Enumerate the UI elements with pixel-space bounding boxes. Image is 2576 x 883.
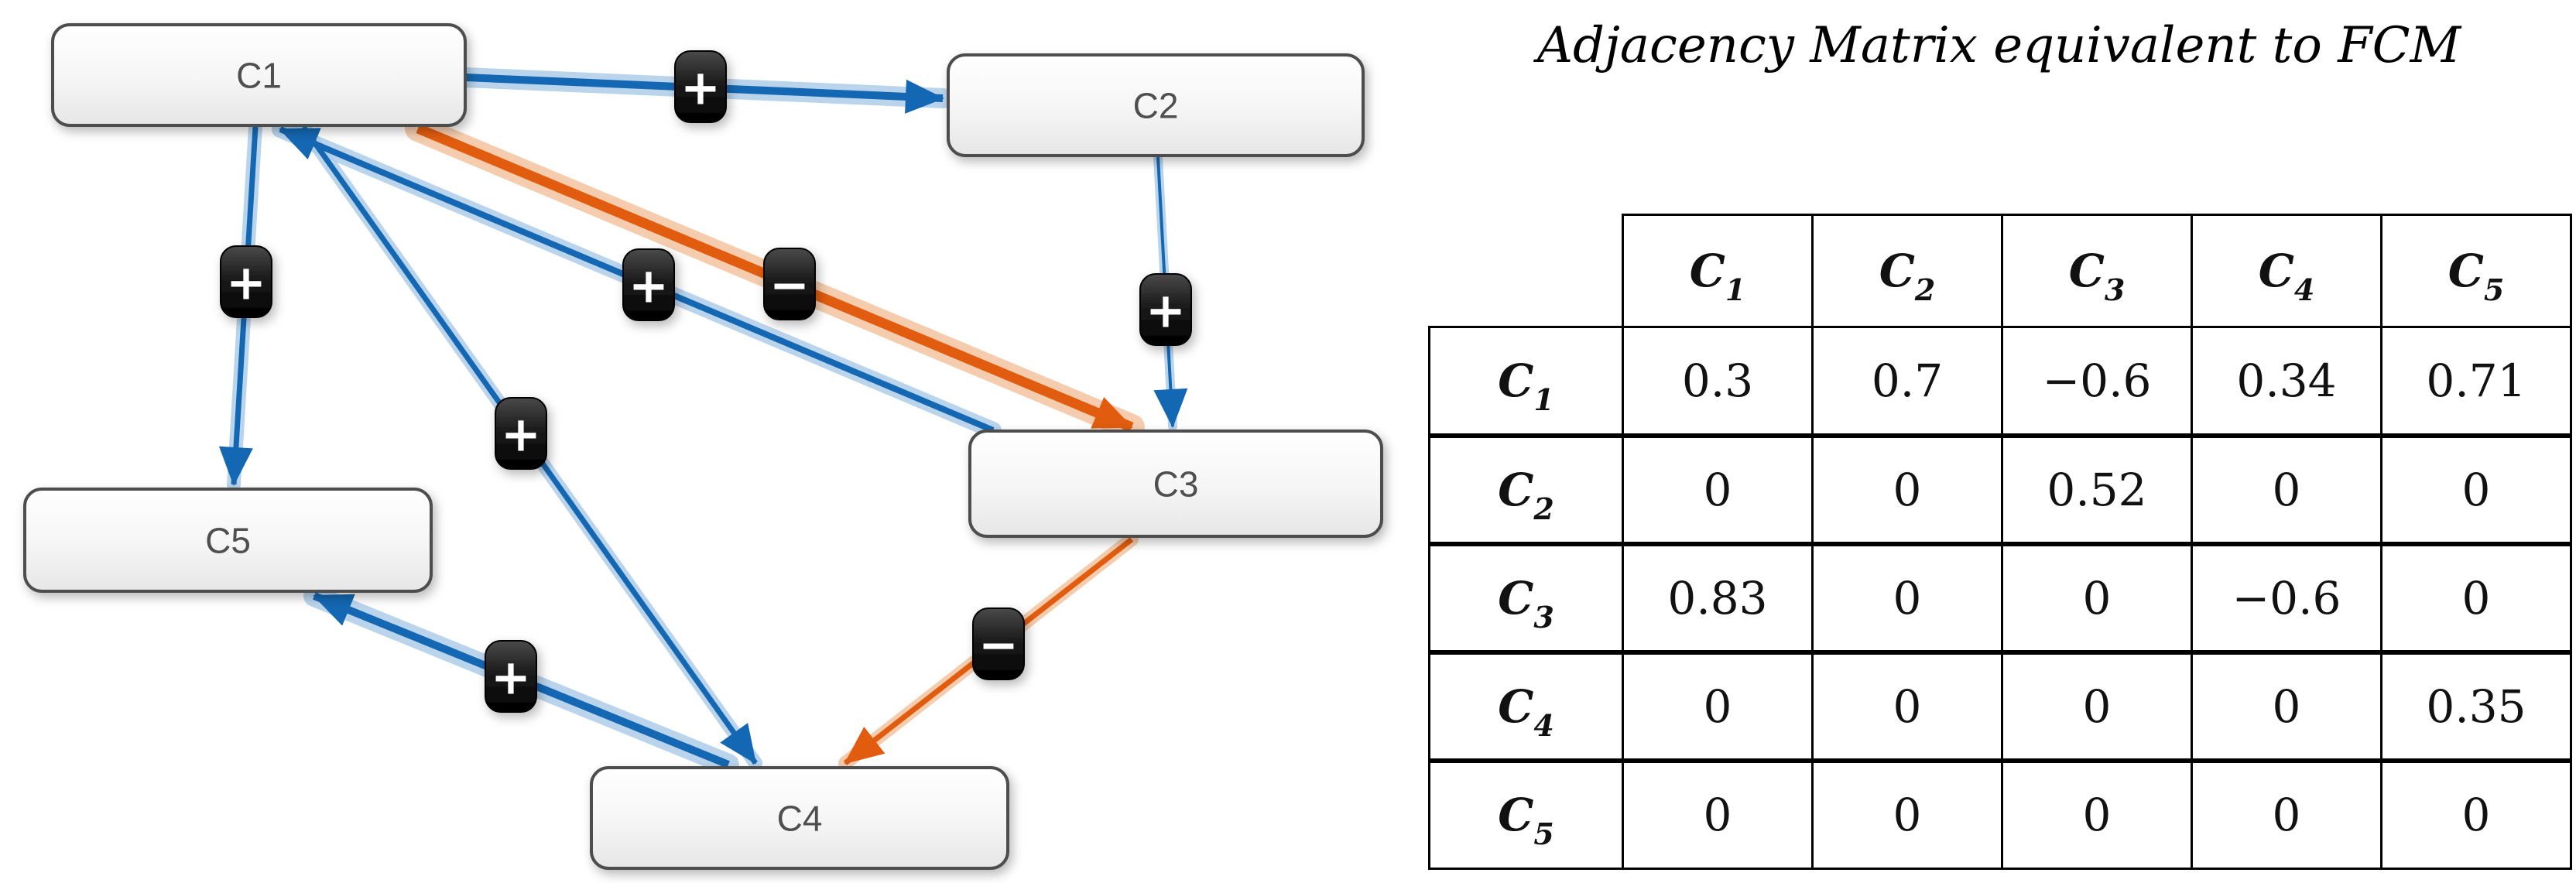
- matrix-cell-c4-c5: 0.35: [2380, 649, 2572, 762]
- matrix-cell-c2-c4: 0: [2191, 433, 2382, 545]
- matrix-cell-c1-c5: 0.71: [2380, 326, 2572, 436]
- edge-c3-c4-badge-box: [972, 607, 1025, 680]
- matrix-row-header-c5: C5: [1428, 758, 1624, 870]
- matrix-cell-c5-c2: 0: [1811, 758, 2003, 870]
- node-c3: C3: [968, 430, 1383, 538]
- node-c2-label: C2: [1133, 86, 1179, 126]
- matrix-cell-c1-c4: 0.34: [2191, 326, 2382, 436]
- edge-c1-c3-sign-badge: −: [763, 248, 816, 320]
- node-c4-box: [590, 766, 1009, 870]
- matrix-col-header-c2: C2: [1811, 214, 2003, 328]
- matrix-row-header-c3: C3: [1428, 541, 1624, 653]
- matrix-title: Adjacency Matrix equivalent to FCM: [1536, 17, 2461, 74]
- plus-icon: +: [629, 257, 669, 313]
- matrix-row-header-c1: C1: [1428, 326, 1624, 436]
- minus-icon: −: [769, 256, 810, 313]
- matrix-cell-c1-c1: 0.3: [1622, 326, 1814, 436]
- matrix-cell-c3-c2: 0: [1811, 541, 2003, 653]
- plus-icon: +: [501, 406, 541, 462]
- node-c5-label: C5: [205, 521, 251, 561]
- node-c2: C2: [947, 53, 1365, 157]
- edge-sign-badges: + − + + + + − +: [220, 50, 1192, 713]
- plus-icon: +: [491, 649, 531, 705]
- node-c3-label: C3: [1153, 464, 1199, 505]
- matrix-cell-c2-c5: 0: [2380, 433, 2572, 545]
- edge-c4-c5-badge-box: [485, 640, 537, 713]
- edges: [218, 74, 1188, 768]
- edge-c2-c3-badge-box: [1139, 273, 1192, 346]
- matrix-row-header-c2: C2: [1428, 433, 1624, 545]
- node-c5: C5: [23, 488, 433, 593]
- edge-c4-c5-sign-badge: +: [485, 640, 537, 713]
- matrix-corner-cell: [1429, 214, 1624, 328]
- matrix-cell-c1-c2: 0.7: [1811, 326, 2003, 436]
- matrix-col-header-c3: C3: [2001, 214, 2193, 328]
- node-c5-box: [23, 488, 433, 593]
- matrix-cell-c4-c3: 0: [2001, 649, 2193, 762]
- matrix-cell-c5-c1: 0: [1622, 758, 1814, 870]
- matrix-cell-c2-c2: 0: [1811, 433, 2003, 545]
- edge-c1-c5-badge-box: [220, 245, 272, 318]
- edge-c1-c2-badge-box: [674, 50, 727, 123]
- plus-icon: +: [680, 59, 721, 115]
- node-c2-box: [947, 53, 1365, 157]
- matrix-cell-c4-c2: 0: [1811, 649, 2003, 762]
- matrix-cell-c3-c5: 0: [2380, 541, 2572, 653]
- matrix-col-header-c4: C4: [2191, 214, 2382, 328]
- matrix-row-header-c4: C4: [1428, 649, 1624, 762]
- matrix-cell-c3-c3: 0: [2001, 541, 2193, 653]
- node-c1-label: C1: [236, 56, 282, 96]
- matrix-cell-c1-c3: −0.6: [2001, 326, 2193, 436]
- edge-c1-c4-sign-badge: +: [495, 397, 547, 470]
- matrix-cell-c4-c1: 0: [1622, 649, 1814, 762]
- node-c4-label: C4: [777, 799, 823, 839]
- matrix-cell-c5-c3: 0: [2001, 758, 2193, 870]
- matrix-cell-c3-c4: −0.6: [2191, 541, 2382, 653]
- edge-c3-c1-sign-badge: +: [622, 248, 675, 321]
- node-c4: C4: [590, 766, 1009, 870]
- matrix-col-header-c1: C1: [1622, 214, 1814, 328]
- edge-c1-c4-badge-box: [495, 397, 547, 470]
- node-c3-box: [968, 430, 1383, 538]
- edge-c3-c1-badge-box: [622, 248, 675, 321]
- edge-c3-c4-sign-badge: −: [972, 607, 1025, 680]
- matrix-cell-c2-c3: 0.52: [2001, 433, 2193, 545]
- matrix-cell-c3-c1: 0.83: [1622, 541, 1814, 653]
- edge-c1-c3-badge-box: [763, 248, 816, 320]
- matrix-col-header-c5: C5: [2380, 214, 2572, 328]
- edge-c1-c2-sign-badge: +: [674, 50, 727, 123]
- plus-icon: +: [226, 254, 266, 310]
- plus-icon: +: [1146, 282, 1186, 338]
- matrix-cell-c5-c5: 0: [2380, 758, 2572, 870]
- edge-c1-c5-sign-badge: +: [220, 245, 272, 318]
- matrix-cell-c2-c1: 0: [1622, 433, 1814, 545]
- node-c1: C1: [51, 23, 467, 127]
- edge-c2-c3-sign-badge: +: [1139, 273, 1192, 346]
- matrix-cell-c4-c4: 0: [2191, 649, 2382, 762]
- minus-icon: −: [978, 616, 1019, 673]
- edge-halos: [227, 67, 1177, 775]
- matrix-cell-c5-c4: 0: [2191, 758, 2382, 870]
- node-c1-box: [51, 23, 467, 127]
